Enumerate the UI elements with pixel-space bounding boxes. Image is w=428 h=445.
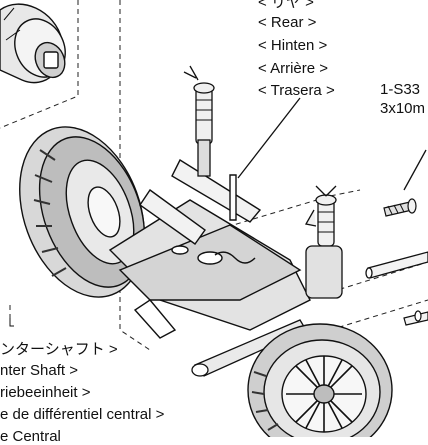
guide-line-vertical	[119, 0, 151, 351]
callout-bracket	[9, 318, 14, 327]
rear-label-en: < Rear >	[258, 14, 317, 31]
guide-line-screw	[209, 189, 361, 233]
center-shaft-label-fr: e de différentiel central >	[0, 406, 165, 423]
shock-upright-right	[304, 185, 343, 299]
rear-label-de: < Hinten >	[258, 37, 328, 54]
guide-line-shaft	[329, 299, 428, 331]
detail-part-gear-cup	[0, 3, 66, 84]
leader-line-screw	[403, 149, 427, 191]
screw-part-size: 3x10m	[380, 100, 426, 117]
rear-label-es: < Trasera >	[258, 82, 335, 99]
guide-line-top-left	[0, 0, 79, 129]
center-shaft-part	[365, 251, 428, 279]
right-wheel	[247, 323, 393, 437]
screw-part-number: 1-S33	[380, 81, 421, 98]
leader-line-rear	[237, 97, 301, 179]
screw-part	[383, 198, 417, 217]
center-shaft-label-jp: ンターシャフト >	[0, 341, 118, 358]
rear-suspension-assembly	[108, 158, 311, 339]
shock-upright-left	[183, 65, 215, 177]
rear-label-fr: < Arrière >	[258, 60, 329, 77]
center-shaft-label-en: nter Shaft >	[0, 362, 78, 379]
pin-part	[403, 310, 428, 326]
rear-label-jp: < リヤ >	[258, 0, 314, 11]
center-shaft-label-de: riebeeinheit >	[0, 384, 91, 401]
